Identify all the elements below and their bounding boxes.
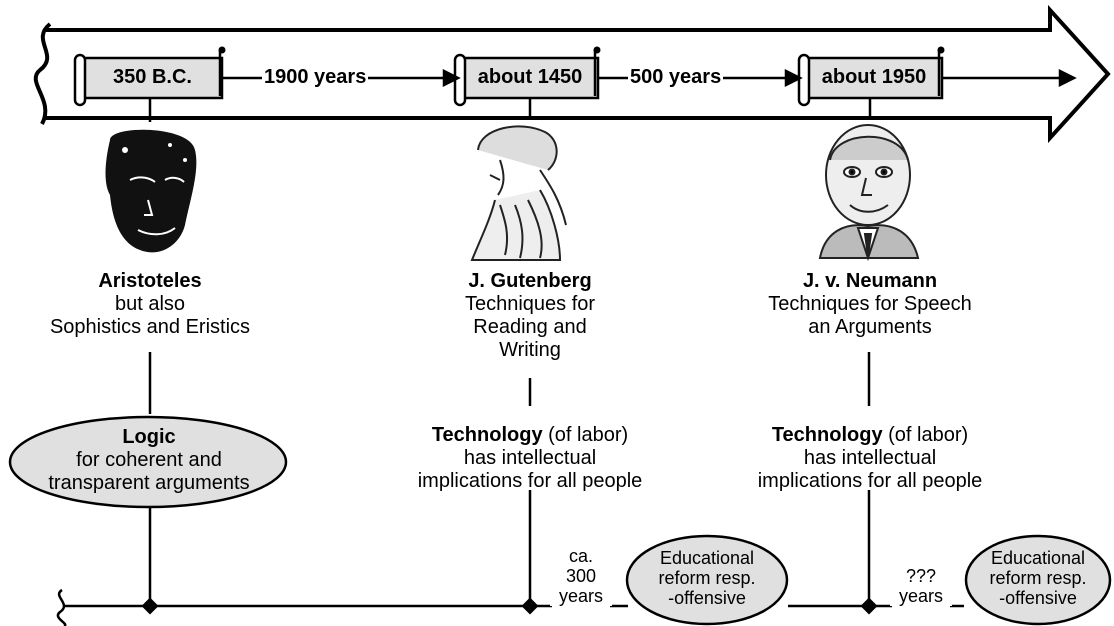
bottom-line-break-icon <box>56 588 67 626</box>
person-line: but also <box>114 293 186 315</box>
gap-line: years <box>898 586 943 606</box>
reform-ellipse-2 <box>964 534 1112 626</box>
scroll-box-1950 <box>797 46 945 107</box>
person-line: Techniques for <box>464 293 596 315</box>
date-label-350bc: 350 B.C. <box>113 66 192 88</box>
node-diamond-2 <box>521 597 539 615</box>
logic-ellipse <box>8 415 288 509</box>
person-line: Writing <box>499 339 561 361</box>
person-name: J. v. Neumann <box>802 270 938 292</box>
technology-block-2: Technology (of labor) has intellectual i… <box>728 424 1012 493</box>
neumann-portrait-icon <box>818 124 920 262</box>
gap-label-2: 500 years <box>628 66 724 89</box>
technology-bold: Technology <box>431 424 543 446</box>
person-line: an Arguments <box>808 316 932 338</box>
person-name: J. Gutenberg <box>468 270 592 292</box>
gap-label-1: 1900 years <box>262 66 369 89</box>
person-aristoteles: Aristoteles but also Sophistics and Eris… <box>20 270 280 339</box>
technology-rest: (of labor) <box>882 424 969 446</box>
gutenberg-portrait-icon <box>470 125 567 261</box>
scroll-box-1450 <box>453 46 601 107</box>
technology-rest: (of labor) <box>542 424 629 446</box>
person-line: Techniques for Speech <box>768 293 972 315</box>
date-label-1450: about 1450 <box>477 66 583 88</box>
node-diamond-1 <box>141 597 159 615</box>
aristotle-portrait-icon <box>105 129 197 253</box>
reform-line: Educational <box>990 548 1086 568</box>
person-gutenberg: J. Gutenberg Techniques for Reading and … <box>400 270 660 362</box>
logic-line: transparent arguments <box>48 472 250 494</box>
technology-block-1: Technology (of labor) has intellectual i… <box>390 424 670 493</box>
person-line: Sophistics and Eristics <box>49 316 251 338</box>
person-name: Aristoteles <box>98 270 202 292</box>
technology-line: implications for all people <box>757 470 983 492</box>
reform-line: -offensive <box>668 588 746 608</box>
gap-line: 300 <box>565 566 597 586</box>
reform-text-2: Educational reform resp. -offensive <box>966 548 1110 608</box>
gap-line: ??? <box>905 566 937 586</box>
bottom-gap-1: ca. 300 years <box>550 546 612 606</box>
scroll-box-350bc <box>73 46 226 107</box>
reform-ellipse-1 <box>625 534 789 626</box>
reform-line: reform resp. <box>658 568 756 588</box>
gap-line: years <box>558 586 603 606</box>
logic-title: Logic <box>122 426 176 448</box>
reform-line: -offensive <box>999 588 1077 608</box>
gap-line: ca. <box>568 546 593 566</box>
future-arrow <box>942 68 1077 88</box>
reform-line: reform resp. <box>989 568 1087 588</box>
technology-bold: Technology <box>771 424 883 446</box>
technology-line: has intellectual <box>803 447 937 469</box>
technology-line: implications for all people <box>417 470 643 492</box>
date-label-1950: about 1950 <box>821 66 927 88</box>
technology-line: has intellectual <box>463 447 597 469</box>
band-break-icon <box>33 22 52 125</box>
logic-text: Logic for coherent and transparent argum… <box>18 426 280 495</box>
person-line: Reading and <box>473 316 587 338</box>
node-diamond-3 <box>860 597 878 615</box>
person-neumann: J. v. Neumann Techniques for Speech an A… <box>730 270 1010 339</box>
bottom-gap-2: ??? years <box>890 566 952 606</box>
reform-text-1: Educational reform resp. -offensive <box>627 548 787 608</box>
reform-line: Educational <box>659 548 755 568</box>
logic-line: for coherent and <box>76 449 222 471</box>
